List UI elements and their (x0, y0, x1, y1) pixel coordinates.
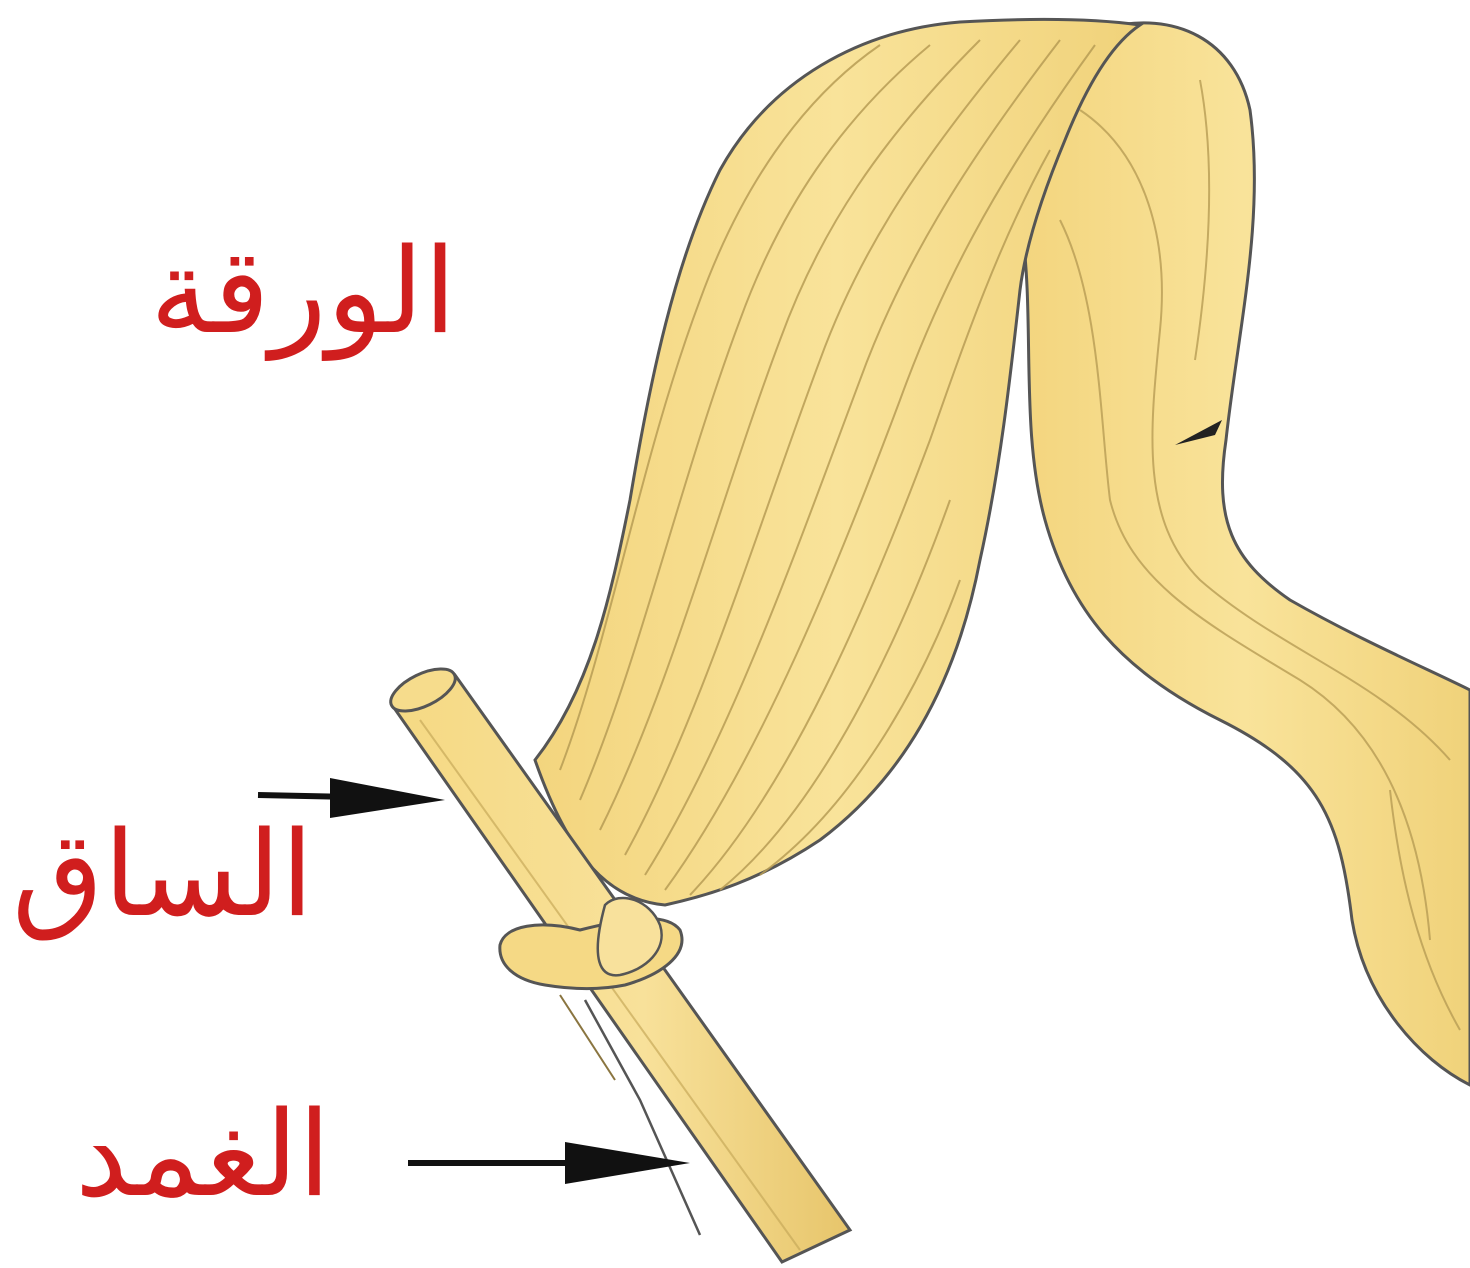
label-leaf: الورقة (150, 232, 456, 350)
label-sheath: الغمد (75, 1095, 331, 1213)
leaf-blade-back (1019, 23, 1470, 1085)
arrow-sheath (408, 1142, 690, 1184)
label-stem: الساق (12, 815, 314, 933)
